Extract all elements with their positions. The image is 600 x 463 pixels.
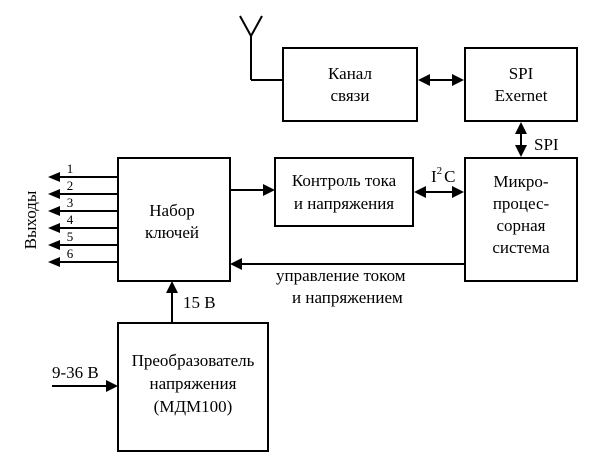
output-arrow-4 xyxy=(48,223,60,233)
i2c-link xyxy=(414,186,464,198)
output-arrow-3 xyxy=(48,206,60,216)
mcu-block xyxy=(464,157,578,282)
supply-voltage-label: 15 В xyxy=(183,293,216,312)
converter-label-3: (МДМ100) xyxy=(154,397,233,416)
monitor-block xyxy=(274,157,414,227)
switches-monitor-link xyxy=(230,184,275,196)
switches-label-2: ключей xyxy=(145,223,199,242)
channel-label-1: Канал xyxy=(328,64,372,83)
supply-link xyxy=(166,281,178,323)
i2c-letter-i: I xyxy=(431,167,437,186)
monitor-label-2: и напряжения xyxy=(294,194,394,213)
output-arrow-6 xyxy=(48,257,60,267)
output-lines xyxy=(48,172,118,267)
output-number-2: 2 xyxy=(67,178,74,193)
output-number-1: 1 xyxy=(67,161,74,176)
control-label-2: и напряжением xyxy=(292,288,403,307)
mcu-label-4: система xyxy=(492,238,550,257)
switches-label-1: Набор xyxy=(149,201,194,220)
spi-bus-label: SPI xyxy=(534,135,559,154)
spi-ethernet-block xyxy=(464,47,578,122)
monitor-label-1: Контроль тока xyxy=(292,171,397,190)
mcu-label-1: Микро- xyxy=(493,172,548,191)
output-arrow-1 xyxy=(48,172,60,182)
switches-block xyxy=(117,157,231,282)
converter-label-2: напряжения xyxy=(150,374,237,393)
channel-label-2: связи xyxy=(331,86,370,105)
outputs-label: Выходы xyxy=(21,190,40,249)
i2c-superscript: 2 xyxy=(437,165,443,177)
channel-spi-link xyxy=(418,74,464,86)
converter-block xyxy=(117,322,269,452)
mcu-label-2: процес- xyxy=(493,194,550,213)
output-number-6: 6 xyxy=(67,246,74,261)
spi-block-label-1: SPI xyxy=(509,64,534,83)
control-link xyxy=(230,258,465,270)
converter-label-1: Преобразователь xyxy=(132,351,255,370)
output-arrow-2 xyxy=(48,189,60,199)
output-arrow-5 xyxy=(48,240,60,250)
antenna-icon xyxy=(239,15,283,81)
channel-block xyxy=(282,47,418,122)
mcu-label-3: сорная xyxy=(496,216,545,235)
i2c-letter-c: C xyxy=(444,167,455,186)
spi-bus-link xyxy=(515,122,527,157)
output-number-5: 5 xyxy=(67,229,74,244)
output-number-3: 3 xyxy=(67,195,74,210)
output-number-4: 4 xyxy=(67,212,74,227)
input-voltage-label: 9-36 В xyxy=(52,363,99,382)
spi-block-label-2: Exernet xyxy=(495,86,548,105)
input-link xyxy=(52,380,118,392)
control-label-1: управление током xyxy=(276,266,406,285)
